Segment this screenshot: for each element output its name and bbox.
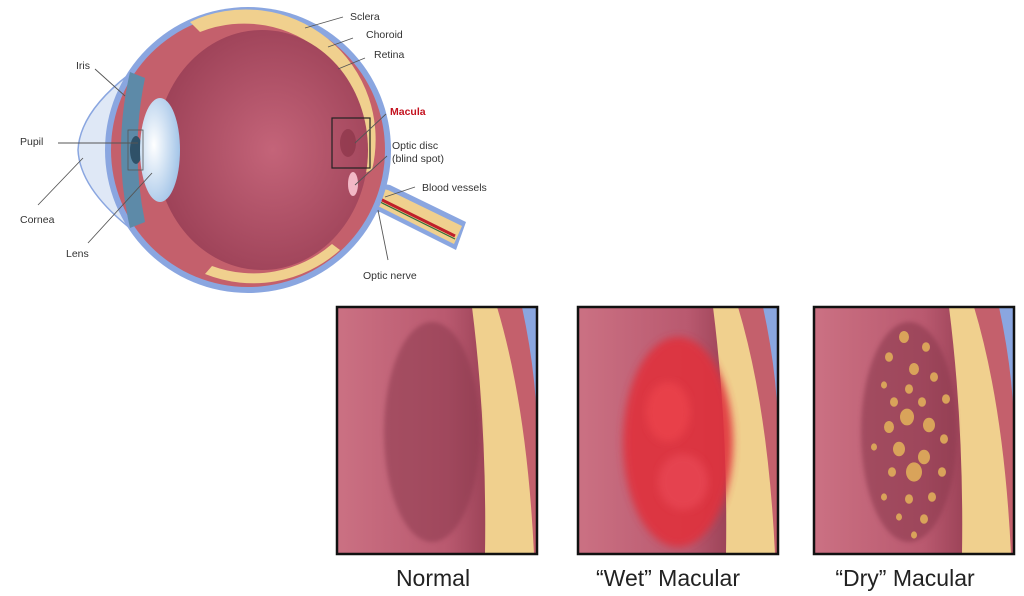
label-pupil: Pupil xyxy=(20,136,43,148)
drusen-spot xyxy=(909,363,919,375)
drusen-spot xyxy=(906,462,922,482)
drusen-spot xyxy=(923,417,935,433)
label-cornea: Cornea xyxy=(20,214,55,226)
drusen-spot xyxy=(890,397,898,407)
drusen-spot xyxy=(871,443,877,451)
caption-dry-macular: “Dry” Macular xyxy=(835,565,975,591)
drusen-spot xyxy=(896,513,902,521)
label-choroid: Choroid xyxy=(366,29,403,41)
lens xyxy=(140,98,180,202)
drusen-spot xyxy=(942,394,950,404)
dry-macula xyxy=(861,322,957,542)
panel-frame xyxy=(576,305,780,556)
drusen-spot xyxy=(918,397,926,407)
drusen-spot xyxy=(885,352,893,362)
label-optic-disc: Optic disc xyxy=(392,140,438,152)
drusen-spot xyxy=(888,467,896,477)
drusen-spot xyxy=(893,441,905,457)
drusen-spot xyxy=(881,493,887,501)
caption-wet-macular: “Wet” Macular xyxy=(596,565,740,591)
panel-wet-macular xyxy=(576,305,780,556)
drusen-spot xyxy=(881,381,887,389)
label-lens: Lens xyxy=(66,248,89,260)
drusen-spot xyxy=(930,372,938,382)
label-blind-spot: (blind spot) xyxy=(392,153,444,165)
macula xyxy=(384,322,480,542)
label-optic-nerve: Optic nerve xyxy=(363,270,417,282)
sclera-layer xyxy=(999,307,1014,422)
drusen-spot xyxy=(922,342,930,352)
label-blood-vessels: Blood vessels xyxy=(422,182,487,194)
panel-dry-macular xyxy=(812,305,1016,556)
label-sclera: Sclera xyxy=(350,11,380,23)
caption-normal: Normal xyxy=(396,565,470,591)
drusen-spot xyxy=(918,449,930,465)
drusen-spot xyxy=(900,408,914,426)
sclera-layer xyxy=(763,307,778,422)
vitreous-body xyxy=(156,30,368,270)
choroid-layer xyxy=(497,307,537,554)
wet-macula-bleed xyxy=(623,337,733,547)
choroid-layer xyxy=(974,307,1014,554)
drusen-spot xyxy=(905,494,913,504)
leader-lines xyxy=(37,16,416,261)
panel-frame xyxy=(335,305,539,556)
optic-disc xyxy=(348,172,358,196)
macula xyxy=(340,129,356,157)
drusen-spot xyxy=(920,514,928,524)
macula-highlight-box xyxy=(331,117,371,169)
panel-normal xyxy=(335,305,539,556)
drusen-spot xyxy=(911,531,917,539)
eye-cross-section xyxy=(77,7,466,293)
drusen-spot xyxy=(905,384,913,394)
drusen-spot xyxy=(899,331,909,343)
sclera-layer xyxy=(522,307,537,422)
drusen-spot xyxy=(884,421,894,433)
drusen-spot xyxy=(940,434,948,444)
drusen-spot xyxy=(938,467,946,477)
label-iris: Iris xyxy=(76,60,90,72)
label-retina: Retina xyxy=(374,49,405,61)
drusen-spot xyxy=(928,492,936,502)
choroid-layer xyxy=(738,307,778,554)
label-macula: Macula xyxy=(390,106,426,118)
panel-frame xyxy=(812,305,1016,556)
